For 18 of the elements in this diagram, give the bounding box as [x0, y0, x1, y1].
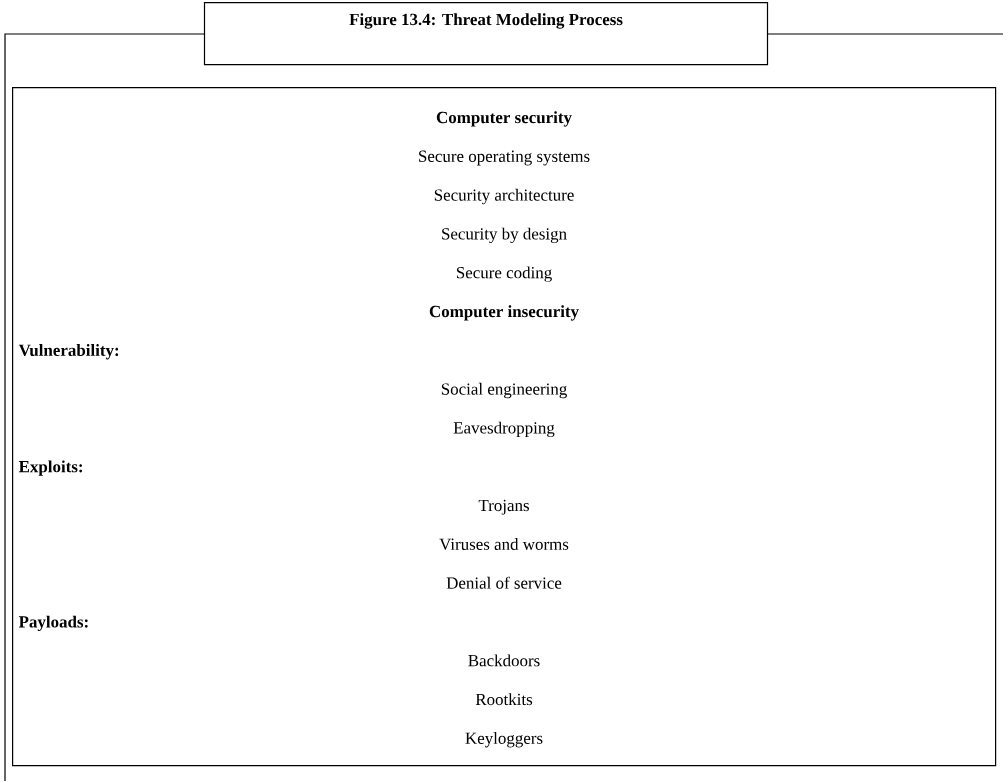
list-item: Secure operating systems: [419, 150, 590, 166]
list-item: Rootkits: [475, 693, 533, 706]
list-item: Keyloggers: [465, 732, 543, 748]
list-item: Denial of service: [446, 576, 562, 589]
list-item: Backdoors: [468, 654, 540, 667]
figure-title: Figure 13.4: Threat Modeling Process: [349, 13, 623, 29]
category-heading: Payloads:: [18, 615, 88, 632]
category-heading: Vulnerability:: [18, 344, 119, 360]
list-item: Viruses and worms: [439, 538, 569, 551]
list-item: Secure coding: [456, 266, 552, 282]
list-item: Security by design: [442, 227, 567, 244]
section-heading: Computer insecurity: [429, 305, 579, 321]
list-item: Social engineering: [441, 382, 567, 399]
list-item: Security architecture: [434, 188, 574, 205]
list-item: Eavesdropping: [453, 421, 555, 438]
list-item: Trojans: [478, 499, 529, 515]
section-heading: Computer security: [436, 111, 572, 127]
category-heading: Exploits:: [18, 460, 83, 476]
